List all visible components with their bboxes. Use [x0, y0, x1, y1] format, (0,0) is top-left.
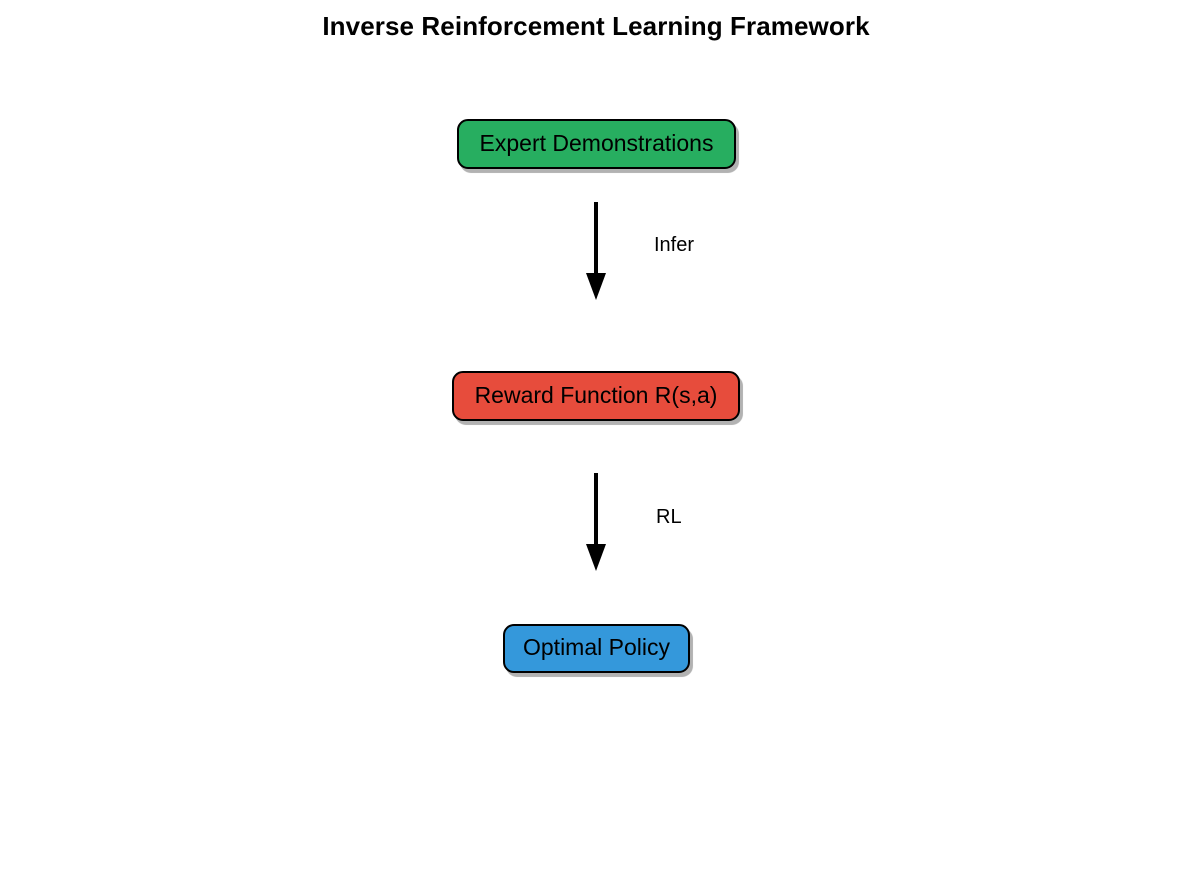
- node-optimal-policy-label: Optimal Policy: [523, 634, 670, 660]
- edge-rl-arrowhead: [586, 544, 606, 571]
- node-expert-demonstrations-label: Expert Demonstrations: [479, 129, 714, 156]
- edge-rl-label: RL: [656, 506, 682, 528]
- diagram-title: Inverse Reinforcement Learning Framework: [322, 11, 870, 41]
- edge-infer-arrowhead: [586, 273, 606, 300]
- node-reward-function-label: Reward Function R(s,a): [474, 381, 718, 408]
- node-optimal-policy[interactable]: Optimal Policy: [503, 624, 690, 673]
- node-reward-function[interactable]: Reward Function R(s,a): [452, 371, 740, 421]
- edge-infer-label: Infer: [654, 234, 695, 256]
- node-expert-demonstrations[interactable]: Expert Demonstrations: [457, 119, 736, 169]
